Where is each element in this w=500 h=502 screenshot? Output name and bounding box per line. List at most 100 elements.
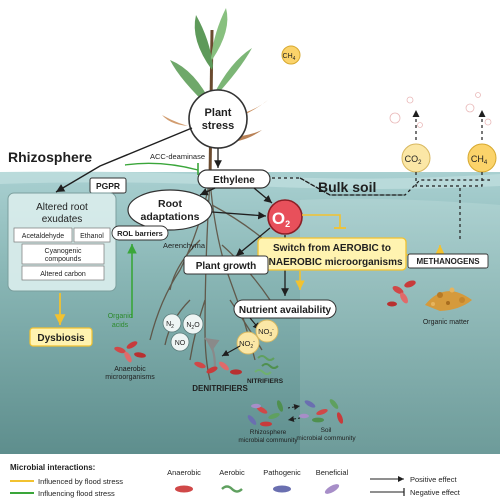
- organic-acids-label-1: Organic: [108, 313, 133, 320]
- plant-stress-label-2: stress: [202, 120, 234, 132]
- nitrifiers-label: NITRIFIERS: [247, 378, 284, 385]
- denitrifier-cells: [194, 361, 242, 375]
- svg-text:CH4: CH4: [471, 154, 488, 166]
- no3-node: NO3-: [255, 319, 279, 343]
- legend-title: Microbial interactions:: [10, 463, 95, 472]
- legend-beneficial-label: Beneficial: [316, 468, 349, 477]
- svg-text:adaptations: adaptations: [141, 211, 200, 223]
- arrow-denitrification: [204, 337, 220, 369]
- bulk-soil-title: Bulk soil: [318, 179, 376, 195]
- anaerobic-cells: [114, 341, 146, 363]
- ethylene-node: Ethylene: [197, 169, 271, 189]
- arrow-no2-to-denitrifiers: [221, 345, 241, 357]
- no2-node: NO2-: [236, 331, 260, 355]
- nitrifier-cells: [254, 355, 279, 375]
- bulk-soil-dashed-line: [272, 177, 405, 196]
- cyanogenic-label-1: Cyanogenic: [45, 248, 82, 255]
- svg-text:NO: NO: [175, 340, 186, 347]
- svg-text:Root: Root: [158, 198, 182, 210]
- denitrifiers-label: DENITRIFIERS: [192, 384, 248, 393]
- svg-text:Switch from AEROBIC to: Switch from AEROBIC to: [273, 243, 391, 254]
- svg-text:O2: O2: [272, 209, 290, 229]
- methanogen-link-ch4: [460, 172, 483, 187]
- plant-stress-label-1: Plant: [205, 107, 232, 119]
- ethanol-label: Ethanol: [80, 233, 104, 240]
- legend-negative-label: Negative effect: [410, 488, 461, 497]
- bulk-soil-boundary: [299, 177, 490, 196]
- pgpr-node: PGPR: [89, 177, 127, 194]
- legend-influencing-label: Influencing flood stress: [38, 489, 115, 498]
- legend-pathogenic-icon: [273, 485, 291, 493]
- legend-positive-label: Positive effect: [410, 475, 457, 484]
- rol-barriers-node: ROL barriers: [111, 225, 169, 241]
- soil-community-cluster: [299, 399, 344, 424]
- soil-community-label-2: microbial community: [296, 435, 356, 442]
- arrow-ethylene-to-root: [199, 187, 216, 196]
- organic-matter-pile: [425, 287, 472, 311]
- svg-text:Dysbiosis: Dysbiosis: [37, 333, 85, 344]
- methanogen-cells: [387, 280, 416, 307]
- rhizosphere-title: Rhizosphere: [8, 149, 92, 165]
- altered-carbon-label: Altered carbon: [40, 271, 86, 278]
- bulk-soil-region: [300, 198, 500, 454]
- svg-text:NO2-: NO2-: [239, 339, 255, 350]
- ch4-bubble: CH4: [467, 143, 497, 173]
- legend-beneficial-icon: [324, 484, 340, 494]
- anaerobic-microorganisms-label-1: Anaerobic: [114, 366, 146, 373]
- methanogens-node: METHANOGENS: [407, 253, 489, 269]
- floating-bubbles: [389, 92, 492, 128]
- svg-text:METHANOGENS: METHANOGENS: [416, 257, 480, 266]
- root-adaptations-node: Root adaptations: [127, 189, 213, 231]
- legend: Microbial interactions: Influenced by fl…: [10, 463, 461, 498]
- acetaldehyde-label: Acetaldehyde: [22, 233, 65, 240]
- n2-bubble: N2: [162, 313, 182, 333]
- svg-text:CO2: CO2: [405, 154, 423, 166]
- arrow-o2-to-growth: [235, 227, 271, 257]
- svg-text:ROL barriers: ROL barriers: [117, 229, 163, 238]
- altered-root-exudates-title-1: Altered root: [36, 202, 88, 213]
- soil-community-label-1: Soil: [321, 427, 332, 434]
- rhizosphere-community-label-2: microbial community: [238, 437, 298, 444]
- legend-pathogenic-label: Pathogenic: [263, 468, 301, 477]
- anaerobic-microorganisms-label-2: microorganisms: [105, 374, 155, 381]
- arrow-root-to-o2: [211, 211, 267, 220]
- cyanogenic-label-2: compounds: [45, 256, 82, 263]
- leaf-ch4-bubble: CH4: [281, 45, 301, 65]
- altered-root-exudates-panel: Altered root exudates Acetaldehyde Ethan…: [7, 192, 117, 292]
- svg-text:N2O: N2O: [186, 322, 200, 331]
- dysbiosis-node: Dysbiosis: [29, 327, 93, 347]
- nutrient-availability-node: Nutrient availability: [233, 299, 337, 319]
- arrow-ethylene-to-o2: [253, 187, 273, 204]
- legend-anaerobic-label: Anaerobic: [167, 468, 201, 477]
- rhizosphere-community-label-1: Rhizosphere: [250, 429, 287, 436]
- svg-text:Nutrient availability: Nutrient availability: [239, 305, 332, 316]
- svg-text:Plant growth: Plant growth: [196, 261, 257, 272]
- n2o-bubble: N2O: [182, 313, 204, 335]
- organic-acids-label-2: acids: [112, 322, 129, 329]
- plant-growth-node: Plant growth: [183, 255, 269, 275]
- aerenchyma-label: Aerenchyma: [163, 241, 206, 250]
- o2-node: O2: [267, 199, 303, 235]
- no-bubble: NO: [170, 332, 190, 352]
- legend-influenced-label: Influenced by flood stress: [38, 477, 123, 486]
- svg-text:N2: N2: [166, 321, 174, 330]
- altered-root-exudates-title-2: exudates: [42, 214, 83, 225]
- methanogen-link-co2: [415, 172, 461, 240]
- co2-bubble: CO2: [401, 143, 431, 173]
- legend-anaerobic-icon: [175, 485, 193, 493]
- acc-deaminase-label: ACC-deaminase: [150, 152, 205, 161]
- plant-stress-node: Plant stress: [188, 89, 248, 149]
- switch-aerobic-anaerobic-box: Switch from AEROBIC to ANAEROBIC microor…: [257, 237, 407, 271]
- legend-aerobic-label: Aerobic: [219, 468, 245, 477]
- organic-matter-label: Organic matter: [423, 319, 470, 326]
- svg-text:CH4: CH4: [283, 53, 296, 62]
- rhizosphere-community-cluster: [247, 400, 284, 427]
- svg-text:Ethylene: Ethylene: [213, 175, 255, 186]
- arrow-o2-to-switch: [302, 214, 341, 228]
- svg-text:PGPR: PGPR: [96, 181, 120, 191]
- arrow-stress-to-exudates: [55, 127, 193, 193]
- svg-text:ANAEROBIC microorganisms: ANAEROBIC microorganisms: [261, 257, 403, 268]
- svg-text:NO3-: NO3-: [258, 327, 274, 338]
